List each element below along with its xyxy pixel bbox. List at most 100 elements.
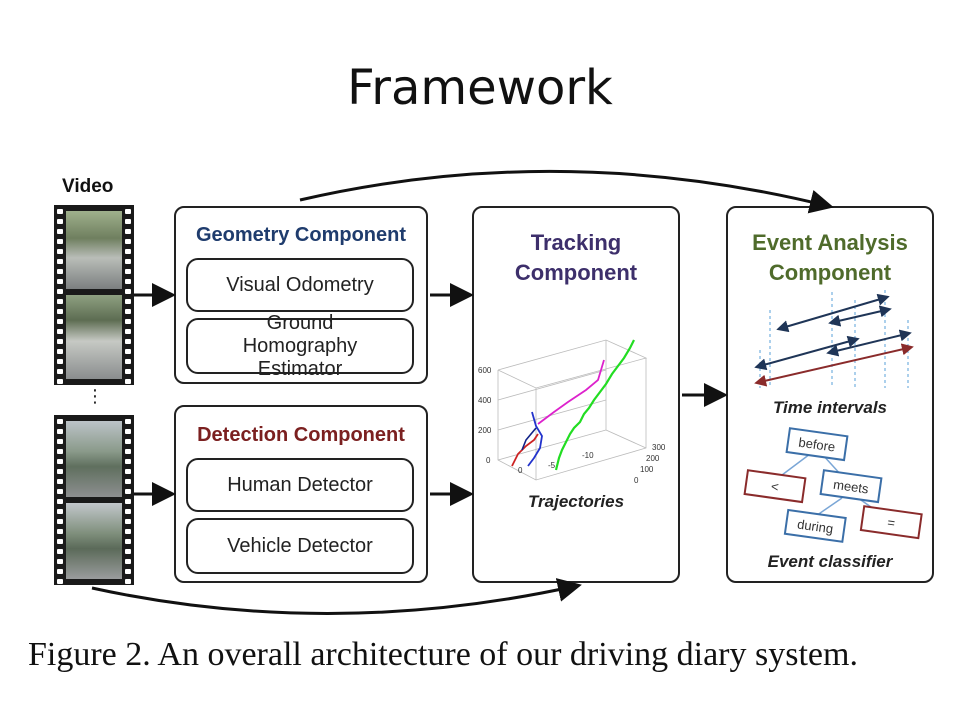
sprocket-hole: [125, 279, 131, 284]
sprocket-hole: [57, 329, 63, 334]
arrow-video-to-event-top: [299, 169, 834, 214]
tracking-component-box: [472, 206, 680, 583]
trajectory-plot: 600 400 200 0 0 -5 -10 300 200 100 0: [478, 339, 666, 485]
sprocket-hole: [125, 229, 131, 234]
event-classifier-tree: before < meets during =: [743, 427, 923, 543]
sprocket-hole: [125, 509, 131, 514]
sprocket-hole: [125, 469, 131, 474]
plot-grid: [497, 339, 648, 481]
sprocket-hole: [57, 369, 63, 374]
z-tick-200: 200: [478, 426, 492, 435]
node-eq-label: =: [886, 515, 896, 531]
sprocket-hole: [125, 579, 131, 584]
trajectory-magenta: [537, 359, 605, 425]
video-frame-4: [66, 503, 122, 579]
sprocket-hole: [57, 489, 63, 494]
sprocket-hole: [125, 499, 131, 504]
sprocket-hole: [125, 359, 131, 364]
x-tick-neg5: -5: [548, 461, 556, 470]
sprocket-hole: [57, 249, 63, 254]
sprocket-hole: [125, 569, 131, 574]
sprocket-hole: [125, 249, 131, 254]
sprocket-hole: [57, 239, 63, 244]
node-during-label: during: [796, 516, 834, 536]
sprocket-hole: [57, 449, 63, 454]
node-lt: <: [743, 469, 807, 504]
sprocket-hole: [57, 309, 63, 314]
node-meets-label: meets: [832, 477, 870, 497]
sprocket-hole: [57, 439, 63, 444]
node-before: before: [785, 427, 849, 462]
y-tick-100: 100: [640, 465, 654, 474]
sprocket-hole: [125, 339, 131, 344]
x-tick-neg10: -10: [582, 451, 594, 460]
sprocket-hole: [57, 319, 63, 324]
sprocket-hole: [57, 559, 63, 564]
sprocket-hole: [57, 539, 63, 544]
sprocket-hole: [57, 379, 63, 384]
node-during: during: [783, 508, 847, 543]
trajectories-caption: Trajectories: [527, 492, 625, 511]
node-lt-label: <: [770, 479, 780, 495]
z-tick-400: 400: [478, 396, 492, 405]
video-frame-1: [66, 211, 122, 289]
sprocket-hole: [125, 419, 131, 424]
sprocket-hole: [125, 489, 131, 494]
video-frame-3: [66, 421, 122, 497]
interval-arrow-2: [828, 305, 892, 327]
vehicle-detector-box: Vehicle Detector: [186, 518, 414, 574]
time-intervals-graphic: [754, 290, 914, 388]
sprocket-hole: [125, 239, 131, 244]
sprocket-hole: [125, 349, 131, 354]
sprocket-hole: [125, 529, 131, 534]
sprocket-hole: [125, 479, 131, 484]
sprocket-hole: [57, 549, 63, 554]
sprocket-hole: [125, 319, 131, 324]
sprocket-hole: [57, 469, 63, 474]
sprocket-hole: [125, 519, 131, 524]
sprocket-hole: [57, 479, 63, 484]
sprocket-hole: [125, 269, 131, 274]
sprocket-hole: [125, 429, 131, 434]
sprocket-hole: [57, 269, 63, 274]
sprocket-hole: [125, 459, 131, 464]
y-tick-0: 0: [634, 476, 639, 485]
video-frame-2: [66, 295, 122, 379]
sprocket-hole: [125, 439, 131, 444]
video-label: Video: [62, 176, 114, 197]
z-tick-0: 0: [486, 456, 491, 465]
sprocket-hole: [57, 499, 63, 504]
tracking-title-line2: Component: [514, 260, 638, 285]
sprocket-hole: [57, 579, 63, 584]
sprocket-hole: [57, 429, 63, 434]
sprocket-hole: [57, 259, 63, 264]
figure-caption: Figure 2. An overall architecture of our…: [28, 636, 858, 673]
sprocket-hole: [57, 209, 63, 214]
sprocket-hole: [57, 219, 63, 224]
sprocket-hole: [57, 419, 63, 424]
geometry-component-title: Geometry Component: [195, 224, 407, 246]
interval-arrow-5: [754, 343, 914, 387]
sprocket-hole: [57, 339, 63, 344]
sprocket-hole: [57, 569, 63, 574]
sprocket-hole: [57, 519, 63, 524]
sprocket-hole: [125, 299, 131, 304]
sprocket-hole: [57, 529, 63, 534]
human-detector-box: Human Detector: [186, 458, 414, 512]
slide-title: Framework: [347, 60, 613, 116]
sprocket-hole: [57, 229, 63, 234]
sprocket-hole: [125, 289, 131, 294]
time-intervals-caption: Time intervals: [772, 398, 888, 417]
detection-component-title: Detection Component: [197, 424, 405, 446]
sprocket-hole: [57, 359, 63, 364]
sprocket-hole: [57, 349, 63, 354]
trajectory-green: [554, 339, 635, 471]
sprocket-hole: [125, 309, 131, 314]
sprocket-hole: [57, 459, 63, 464]
sprocket-hole: [125, 329, 131, 334]
sprocket-hole: [125, 559, 131, 564]
film-strip-bottom: [54, 415, 134, 585]
sprocket-hole: [125, 369, 131, 374]
sprocket-hole: [57, 509, 63, 514]
x-tick-0: 0: [518, 466, 523, 475]
